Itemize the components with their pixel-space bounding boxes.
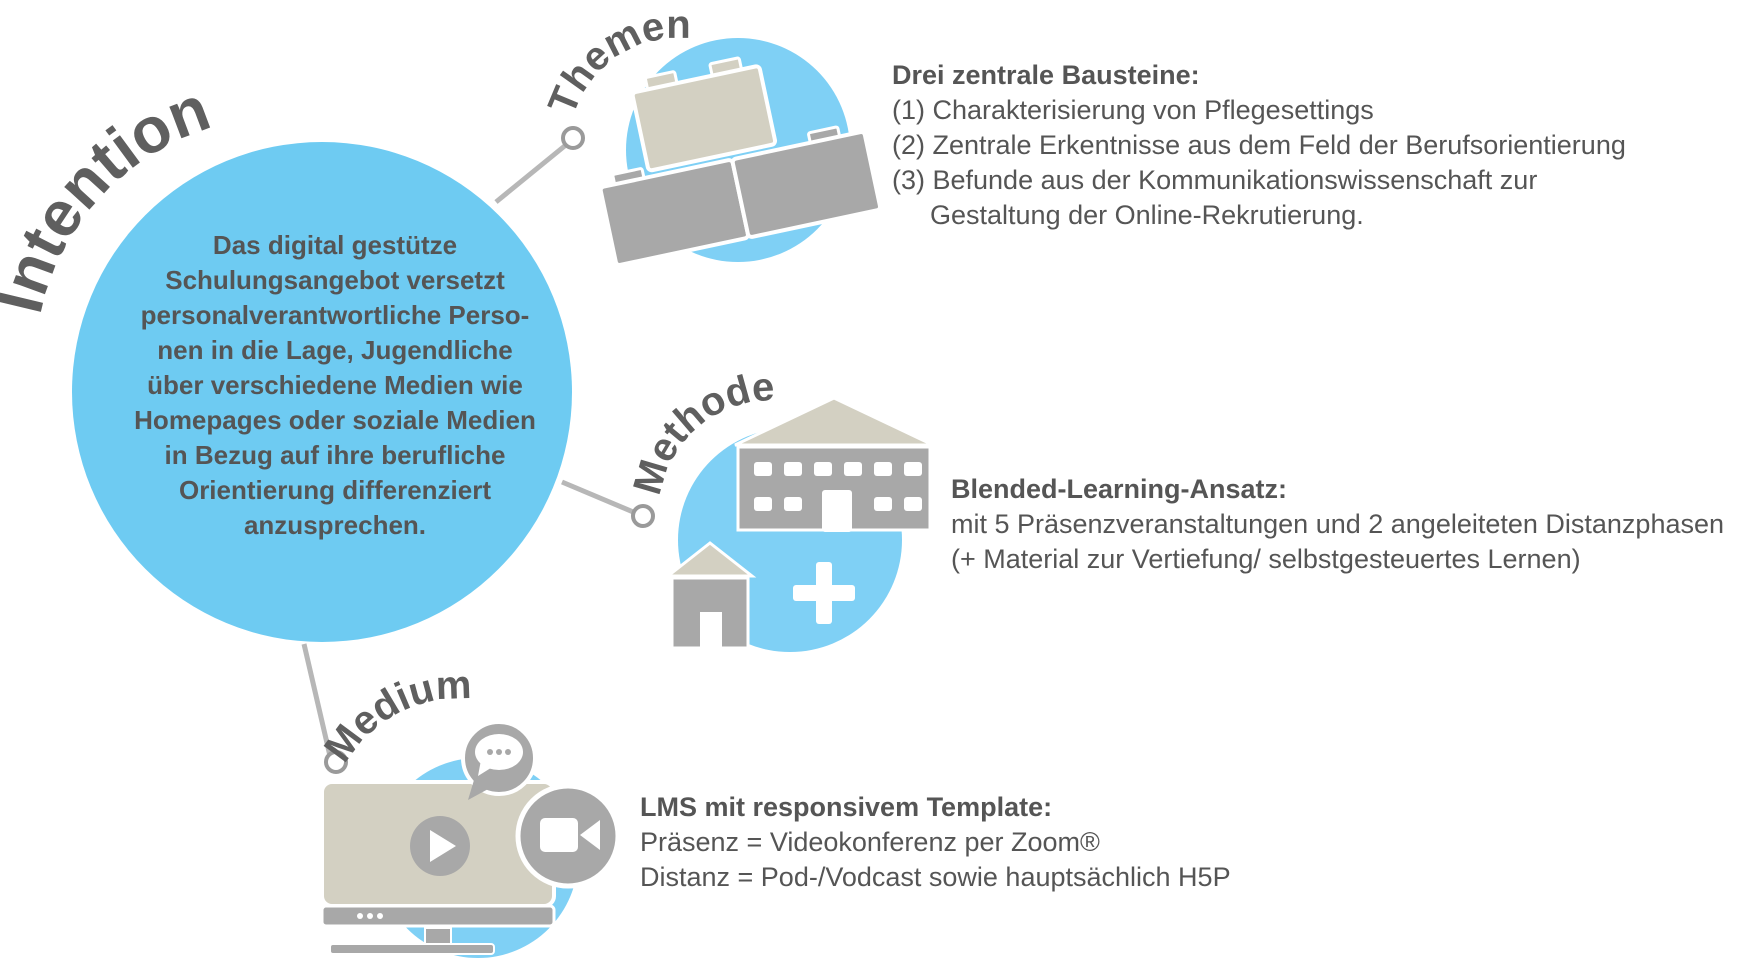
methode-line: (+ Material zur Vertiefung/ selbstgesteu… xyxy=(951,544,1581,574)
themen-text-block: Drei zentrale Bausteine: (1) Charakteris… xyxy=(892,58,1626,233)
medium-title: Medium xyxy=(316,663,472,770)
intention-line: Schulungsangebot versetzt xyxy=(165,265,505,295)
building-blocks-icon xyxy=(598,38,882,267)
intention-line: in Bezug auf ihre berufliche xyxy=(164,440,506,470)
methode-line: mit 5 Präsenzveranstaltungen und 2 angel… xyxy=(951,509,1725,539)
themen-heading: Drei zentrale Bausteine: xyxy=(892,60,1200,90)
themen-line: (1) Charakterisierung von Pflegesettings xyxy=(892,95,1374,125)
intention-circle xyxy=(72,142,572,642)
medium-line: Präsenz = Videokonferenz per Zoom® xyxy=(640,827,1100,857)
school-house-plus-icon xyxy=(663,396,934,652)
intention-line: anzusprechen. xyxy=(243,510,427,540)
methode-heading: Blended-Learning-Ansatz: xyxy=(951,474,1288,504)
medium-text-block: LMS mit responsivem Template: Präsenz = … xyxy=(640,790,1231,895)
video-monitor-chat-camera-icon xyxy=(320,720,621,958)
intention-line: Homepages oder soziale Medien xyxy=(134,405,536,435)
themen-line: Gestaltung der Online-Rekrutierung. xyxy=(930,200,1364,230)
connector-medium xyxy=(301,643,333,757)
medium-line: Distanz = Pod-/Vodcast sowie hauptsächli… xyxy=(640,862,1231,892)
connectors xyxy=(301,138,639,757)
connector-dot-methode xyxy=(631,504,655,528)
themen-line: (3) Befunde aus der Kommunikationswissen… xyxy=(892,165,1538,195)
connector-themen xyxy=(494,138,574,204)
connector-dot-medium xyxy=(324,750,348,774)
intention-line: personalverantwortliche Perso- xyxy=(140,300,530,330)
intention-description: Das digital gestütze Schulungsangebot ve… xyxy=(95,228,575,543)
themen-line: (2) Zentrale Erkentnisse aus dem Feld de… xyxy=(892,130,1626,160)
medium-heading: LMS mit responsivem Template: xyxy=(640,792,1053,822)
connector-methode xyxy=(561,479,639,517)
intention-line: nen in die Lage, Jugendliche xyxy=(157,335,513,365)
intention-line: Das digital gestütze xyxy=(212,230,458,260)
methode-text-block: Blended-Learning-Ansatz: mit 5 Präsenzve… xyxy=(951,472,1724,577)
intention-line: über verschiedene Medien wie xyxy=(147,370,523,400)
intention-line: Orientierung differenziert xyxy=(178,475,492,505)
connector-dot-themen xyxy=(561,126,585,150)
